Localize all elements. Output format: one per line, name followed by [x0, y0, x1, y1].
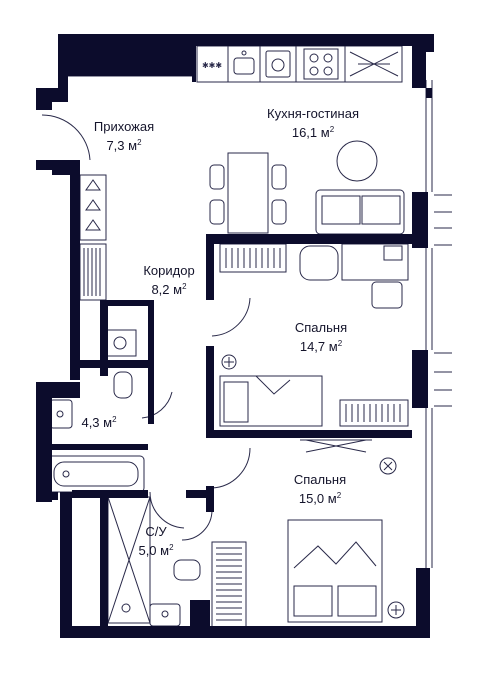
- room-area: 8,2 м2: [151, 282, 187, 297]
- door-swing-icon: [149, 491, 185, 529]
- room-name: Спальня: [293, 472, 347, 487]
- stove-icon: [303, 48, 339, 80]
- svg-text:✱✱✱: ✱✱✱: [202, 61, 222, 70]
- room-name: Спальня: [294, 320, 348, 335]
- door-swing-icon: [141, 391, 173, 419]
- window-icon: [434, 194, 452, 246]
- door-swing-icon: [211, 297, 251, 337]
- sink-icon: [233, 50, 255, 75]
- walls: [36, 34, 434, 638]
- bathtub-icon: [47, 455, 145, 493]
- room-area: 7,3 м2: [106, 138, 142, 153]
- room-area: 4,3 м2: [81, 415, 117, 430]
- door-swing-icon: [41, 114, 91, 161]
- toilet-icon: [113, 371, 133, 399]
- tv-stand-icon: [300, 439, 372, 453]
- dining-table-icon: [209, 152, 287, 234]
- ceiling-lamp-icon: [336, 140, 378, 182]
- wardrobe-icon: [339, 399, 409, 427]
- chair-icon: [299, 245, 339, 281]
- window-icon: [425, 408, 433, 568]
- furniture-layer: ✱✱✱: [47, 45, 409, 631]
- room-label-bath: 4,3 м2: [81, 412, 116, 431]
- door-swings: [41, 114, 251, 541]
- sofa-icon: [315, 189, 405, 235]
- bed-icon: [287, 519, 405, 623]
- fridge-icon: [349, 51, 399, 77]
- room-area: 14,7 м2: [299, 339, 343, 354]
- shower-icon: [107, 496, 151, 624]
- window-icon: [425, 80, 433, 192]
- toilet-icon: [173, 559, 201, 581]
- bed-icon: [219, 354, 323, 427]
- room-label-kitchen: Кухня-гостиная 16,1 м2: [267, 106, 359, 141]
- wardrobe-icon: [79, 243, 107, 301]
- hanger-icon: [79, 174, 107, 241]
- door-swing-icon: [181, 509, 213, 541]
- sink-icon: [149, 603, 181, 627]
- room-label-hall: Прихожая 7,3 м2: [94, 119, 154, 154]
- room-name: Коридор: [143, 263, 195, 278]
- wardrobe-icon: [219, 243, 287, 273]
- room-name: Прихожая: [93, 119, 155, 134]
- wardrobe-icon: [211, 541, 247, 631]
- sink-icon: [49, 399, 73, 429]
- room-name: С/У: [145, 524, 167, 539]
- room-label-bedroom-1: Спальня 14,7 м2: [295, 320, 347, 355]
- room-area: 15,0 м2: [298, 491, 342, 506]
- window-icon: [425, 248, 433, 350]
- room-label-corridor: Коридор 8,2 м2: [143, 263, 194, 298]
- washer-icon: [265, 50, 291, 78]
- room-name: Кухня-гостиная: [267, 106, 359, 121]
- boiler-icon: [103, 329, 137, 357]
- door-swing-icon: [211, 447, 251, 489]
- room-label-bedroom-2: Спальня 15,0 м2: [294, 472, 346, 507]
- desk-icon: [341, 243, 409, 309]
- window-icon: [434, 352, 452, 407]
- room-area: 16,1 м2: [291, 125, 335, 140]
- room-area: 5,0 м2: [138, 543, 174, 558]
- ceiling-lamp-icon: [379, 457, 397, 475]
- room-label-wc: С/У 5,0 м2: [138, 524, 173, 559]
